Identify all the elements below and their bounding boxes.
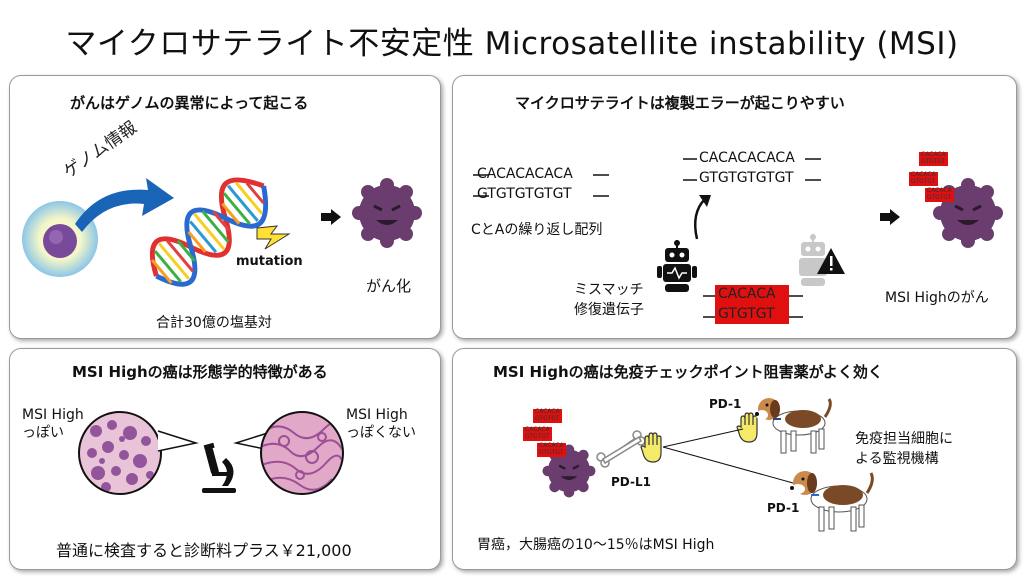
right-arrow-icon <box>880 209 900 225</box>
sequence-original: CACACACACA GTGTGTGTGT <box>473 164 577 205</box>
error-sequence-lines <box>703 295 803 318</box>
panel-title: MSI Highの癌は形態学的特徴がある <box>72 363 328 381</box>
mismatch-repair-label: ミスマッチ 修復遺伝子 <box>574 282 644 319</box>
dna-helix-illustration <box>149 177 269 287</box>
mini-seq-top: CACACA <box>909 171 938 179</box>
seq-top: CACACACACA <box>477 166 573 182</box>
mini-seq-6: CACACA GTGTGT <box>537 442 566 457</box>
mini-seq-bottom: GTGTGT <box>533 415 562 423</box>
pd1-label-top: PD-1 <box>709 397 742 411</box>
hand-icon-pdl1 <box>640 432 662 463</box>
microscope-icon <box>202 442 236 493</box>
mini-seq-2: CACACA GTGTGT <box>909 171 938 186</box>
mini-seq-1: CACACA GTGTGT <box>919 151 948 166</box>
cancer-cell-icon <box>352 178 422 248</box>
mini-seq-top: CACACA <box>533 408 562 416</box>
cancer-cell-icon <box>542 444 596 498</box>
pdl1-label: PD-L1 <box>611 475 651 489</box>
red-seq-top: CACACA <box>715 285 789 305</box>
red-seq-bottom: GTGTGT <box>715 304 789 325</box>
panel-title: MSI Highの癌は免疫チェックポイント阻害薬がよく効く <box>493 363 883 381</box>
mini-seq-bottom: GTGTGT <box>909 178 938 186</box>
immune-surveillance-label: 免疫担当細胞に よる監視機構 <box>855 431 953 468</box>
diagnostic-fee-label: 普通に検査すると診断料プラス￥21,000 <box>56 541 352 560</box>
mini-seq-bottom: GTGTGT <box>925 194 954 202</box>
cancer-label: がん化 <box>366 277 412 295</box>
sequence-replicated: CACACACACA GTGTGTGTGT <box>699 148 795 189</box>
hand-icon-pd1 <box>736 412 758 443</box>
broken-robot-icon <box>799 234 845 286</box>
sequence-lines <box>473 174 609 197</box>
bone-icon <box>596 430 646 468</box>
histology-image-right <box>260 411 344 495</box>
callout-line-left <box>157 430 199 452</box>
mini-seq-bottom: GTGTGT <box>537 449 566 457</box>
mini-seq-3: CACACA GTGTGT <box>925 187 954 202</box>
mini-seq-bottom: GTGTGT <box>919 158 948 166</box>
dog-icon <box>755 398 832 454</box>
panel-title: がんはゲノムの異常によって起こる <box>70 94 309 112</box>
msi-high-like-label: MSI High っぽい <box>22 407 84 441</box>
curved-arrow-icon <box>75 178 174 232</box>
histology-image-left <box>78 411 162 495</box>
mini-seq-top: CACACA <box>919 151 948 159</box>
genome-label: ゲノム情報 <box>60 117 141 183</box>
sequence-lines-2 <box>683 158 821 181</box>
msi-cancer-label: MSI Highのがん <box>885 290 989 306</box>
seq-bottom: GTGTGTGTGT <box>477 186 572 203</box>
mini-seq-5: CACACA GTGTGT <box>523 426 552 441</box>
msi-incidence-label: 胃癌，大腸癌の10～15％はMSI High <box>477 537 715 553</box>
mutation-label: mutation <box>236 254 303 269</box>
mini-seq-top: CACACA <box>537 442 566 450</box>
repeat-description: CとAの繰り返し配列 <box>471 222 603 238</box>
panel-morphology: MSI Highの癌は形態学的特徴がある MSI High っぽい <box>9 348 441 570</box>
right-arrow-icon <box>321 209 341 225</box>
dog-icon <box>790 471 874 532</box>
base-pairs-label: 合計30億の塩基対 <box>156 315 272 331</box>
panel-immune-checkpoint: MSI Highの癌は免疫チェックポイント阻害薬がよく効く CACACA GTG… <box>452 348 1017 570</box>
curved-up-arrow-icon <box>694 195 711 240</box>
error-sequence: CACACA GTGTGT <box>715 285 789 325</box>
mini-seq-4: CACACA GTGTGT <box>533 408 562 423</box>
panel-genome-abnormality: がんはゲノムの異常によって起こる ゲノム情報 <box>9 75 441 339</box>
mini-seq-top: CACACA <box>925 187 954 195</box>
pd1-label-bottom: PD-1 <box>767 501 800 515</box>
page-title: マイクロサテライト不安定性 Microsatellite instability… <box>65 26 959 62</box>
robot-icon <box>657 240 697 292</box>
connection-lines <box>662 428 794 484</box>
msi-high-unlike-label: MSI High っぽくない <box>346 407 416 441</box>
seq-bottom-2: GTGTGTGTGT <box>699 170 794 187</box>
panel-title: マイクロサテライトは複製エラーが起こりやすい <box>515 94 845 112</box>
mini-seq-top: CACACA <box>523 426 552 434</box>
mini-seq-bottom: GTGTGT <box>523 433 552 441</box>
lightning-icon <box>256 225 291 250</box>
seq-top-2: CACACACACA <box>699 150 795 166</box>
